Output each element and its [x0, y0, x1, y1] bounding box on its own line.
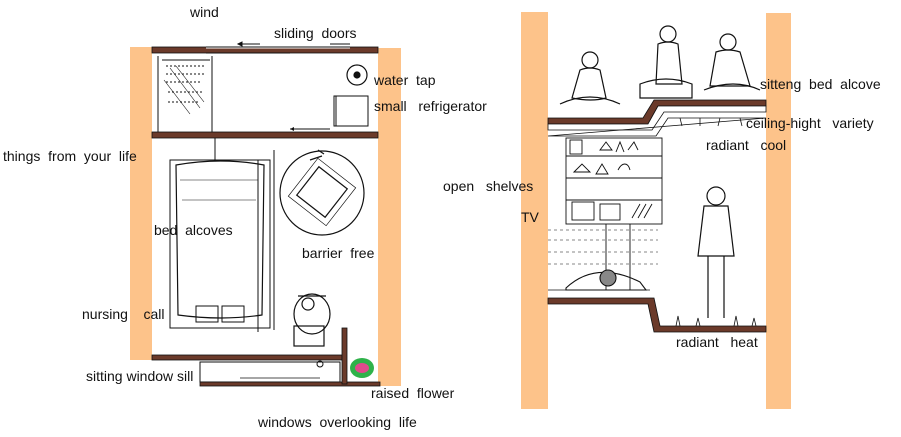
table-chairs [279, 149, 365, 236]
label-raised-flower: raised flower [371, 385, 455, 401]
label-sitting-window-sill: sitting window sill [86, 368, 194, 384]
bed [169, 150, 275, 332]
floor-plants [675, 315, 757, 327]
seated-people [559, 25, 761, 105]
label-windows-overlooking-life: windows overlooking life [258, 414, 417, 430]
top-wall [151, 41, 379, 54]
label-nursing-call: nursing call [82, 306, 165, 322]
label-ceiling-height-variety: ceiling-hight variety [746, 115, 874, 131]
label-wind: wind [190, 4, 219, 20]
plan-wall-left [130, 47, 152, 360]
label-things-from-your-life: things from your life [3, 148, 137, 164]
section-view [521, 12, 791, 409]
raised-flower-symbol [350, 358, 374, 378]
label-tv: TV [521, 209, 539, 225]
label-water-tap: water tap [374, 72, 436, 88]
reclining-person [565, 269, 648, 291]
label-barrier-free: barrier free [302, 245, 375, 261]
upper-slab [547, 99, 767, 137]
section-wall-right [766, 13, 791, 409]
label-bed-alcoves: bed alcoves [154, 222, 233, 238]
label-small-refrigerator: small refrigerator [374, 98, 487, 114]
section-wall-left [521, 12, 548, 409]
middle-wall [151, 127, 379, 160]
ceiling-plants [679, 117, 743, 127]
lower-slab [547, 289, 767, 333]
label-radiant-cool: radiant cool [706, 137, 787, 153]
label-sliding-doors: sliding doors [274, 25, 357, 41]
open-shelves-drawing [548, 137, 663, 290]
bathroom [157, 56, 369, 132]
bottom-wall [151, 327, 381, 387]
plan-wall-right [378, 48, 401, 386]
floor-plan [130, 41, 401, 387]
label-sitting-bed-alcove: sitteng bed alcove [760, 76, 881, 92]
wheelchair [293, 293, 331, 347]
water-tap-symbol [346, 64, 368, 86]
label-open-shelves: open shelves [443, 178, 534, 194]
standing-person [697, 186, 735, 318]
label-radiant-heat: radiant heat [676, 334, 758, 350]
